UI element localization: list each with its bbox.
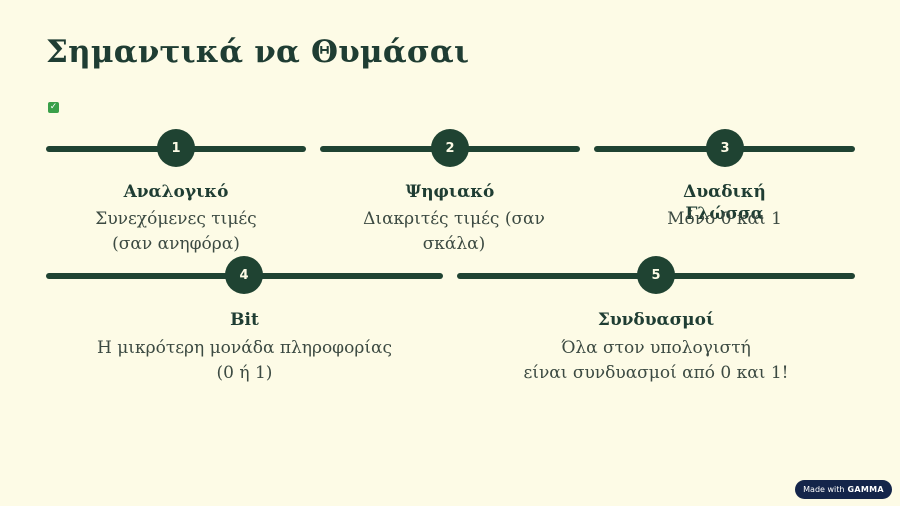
step-desc-4: Η μικρότερη μονάδα πληροφορίας (0 ή 1)	[46, 336, 443, 386]
step-title-3: Δυαδική Γλώσσα	[594, 181, 855, 225]
step-desc-4-line-2: (0 ή 1)	[216, 363, 273, 383]
check-icon: ✓	[48, 102, 59, 113]
gamma-logo: GAMMA	[847, 485, 884, 494]
step-number-4: 4	[225, 256, 263, 294]
step-title-4: Bit	[230, 310, 259, 330]
step-desc-4-line-1: Η μικρότερη μονάδα πληροφορίας	[97, 338, 392, 358]
step-desc-3: Μόνο 0 και 1	[594, 207, 855, 232]
step-desc-5-line-1: Όλα στον υπολογιστή	[561, 338, 751, 358]
step-title-3-line-1: Δυαδική	[683, 182, 766, 202]
page-title: Σημαντικά να Θυμάσαι	[46, 34, 470, 70]
step-title-3-line-2: Γλώσσα	[685, 204, 764, 224]
step-title-1: Αναλογικό	[123, 182, 229, 202]
step-desc-1: Συνεχόμενες τιμές (σαν ανηφόρα)	[46, 207, 306, 257]
step-desc-1-line-2: (σαν ανηφόρα)	[112, 234, 240, 254]
step-number-5: 5	[637, 256, 675, 294]
step-desc-2-line-1: Διακριτές τιμές (σαν	[363, 209, 545, 229]
step-desc-3-line-1: Μόνο 0 και 1	[667, 209, 782, 229]
made-with-gamma-badge[interactable]: Made with GAMMA	[795, 480, 892, 499]
step-number-3: 3	[706, 129, 744, 167]
step-desc-5-line-2: είναι συνδυασμοί από 0 και 1!	[523, 363, 789, 383]
step-title-2: Ψηφιακό	[405, 182, 495, 202]
step-desc-2-line-2: σκάλα)	[422, 234, 486, 254]
step-desc-2: Διακριτές τιμές (σαν σκάλα)	[320, 207, 588, 257]
step-desc-1-line-1: Συνεχόμενες τιμές	[95, 209, 257, 229]
step-title-5: Συνδυασμοί	[597, 310, 715, 330]
step-desc-5: Όλα στον υπολογιστή είναι συνδυασμοί από…	[457, 336, 855, 386]
step-number-1: 1	[157, 129, 195, 167]
badge-prefix: Made with	[803, 485, 845, 494]
step-number-2: 2	[431, 129, 469, 167]
